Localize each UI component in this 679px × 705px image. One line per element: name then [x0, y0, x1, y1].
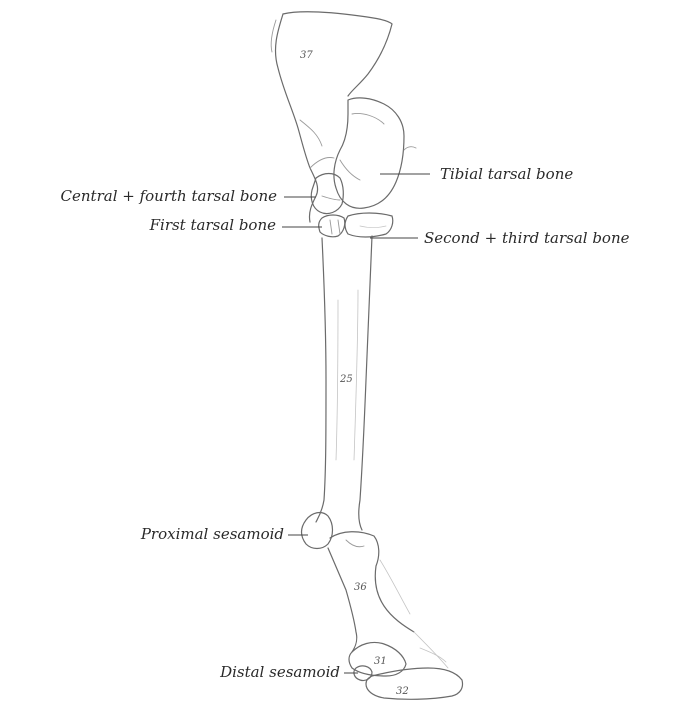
second-third-tarsal-bone	[345, 213, 393, 237]
label-tibial-tarsal-bone: Tibial tarsal bone	[440, 165, 573, 183]
bone-number-36: 36	[354, 582, 367, 593]
label-proximal-sesamoid: Proximal sesamoid	[140, 525, 284, 543]
first-phalanx-bone	[328, 532, 414, 652]
label-distal-sesamoid: Distal sesamoid	[219, 663, 340, 681]
proximal-sesamoid-bone	[302, 513, 333, 549]
first-tarsal-bone	[319, 215, 345, 237]
label-second-third-tarsal-bone: Second + third tarsal bone	[424, 229, 630, 247]
bone-number-31: 31	[374, 656, 387, 667]
label-first-tarsal-bone: First tarsal bone	[149, 216, 277, 234]
tibial-tarsal-bone	[334, 98, 416, 208]
bone-number-37: 37	[300, 50, 313, 61]
label-central-fourth-tarsal-bone: Central + fourth tarsal bone	[61, 187, 278, 205]
bone-number-25: 25	[339, 374, 353, 385]
bone-number-32: 32	[396, 686, 409, 697]
